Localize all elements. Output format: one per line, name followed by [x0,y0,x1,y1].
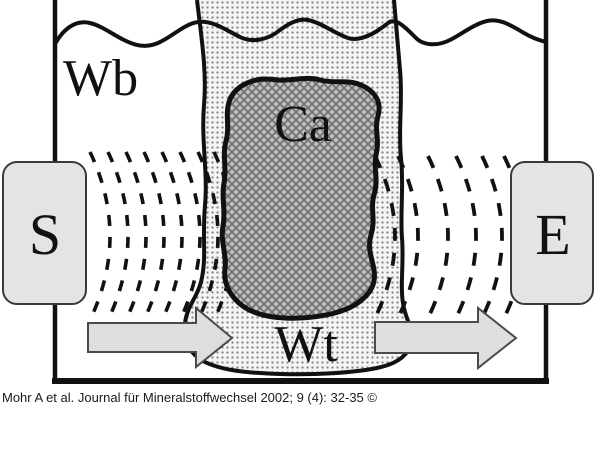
calcaneus-bone [219,75,382,321]
wavefront-arc [373,155,397,319]
wavefront-arc [480,155,504,319]
wavefront-arc [396,155,420,319]
transmitter-block [2,161,87,305]
wavefront-arc [142,151,166,321]
bone-label: Ca [274,96,332,153]
sound-direction-arrow-left [87,305,234,370]
water-surface-line [53,17,548,48]
wavefront-arc [426,155,450,319]
water-bath-label: Wb [63,50,138,107]
soft-tissue-label: Wt [274,316,338,373]
wavefront-arc [88,151,112,321]
transmitter-label: S [29,202,61,267]
wavefront-arc [124,151,148,321]
citation-text: Mohr A et al. Journal für Mineralstoffwe… [2,390,377,405]
receiver-block [510,161,594,305]
receiver-label: E [535,202,570,267]
wavefront-arc [454,155,478,319]
sound-direction-arrow-right [374,305,518,371]
wavefront-arc [106,151,130,321]
wavefront-arc [160,151,184,321]
